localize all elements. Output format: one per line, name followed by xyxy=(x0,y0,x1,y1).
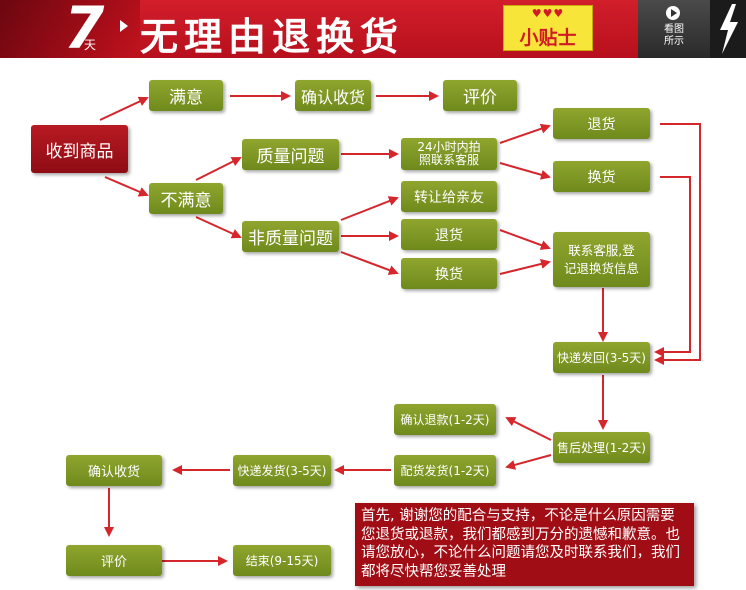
register-info-node: 联系客服,登 记退换货信息 xyxy=(553,232,650,287)
arrow xyxy=(654,176,691,357)
notice-box: 首先, 谢谢您的配合与支持，不论是什么原因需要您退货或退款，我们都感到万分的遗憾… xyxy=(355,503,694,586)
hearts-icon: ♥♥♥ xyxy=(531,7,565,20)
exchange-node-2: 换货 xyxy=(401,258,497,289)
confirm-receipt-node: 确认收货 xyxy=(295,80,371,111)
banner-accent xyxy=(0,0,140,58)
tips-label: 小贴士 xyxy=(519,27,577,49)
tips-badge: ♥♥♥ 小贴士 xyxy=(503,5,593,51)
review-node: 评价 xyxy=(443,80,517,111)
arrow xyxy=(499,259,551,275)
view-image-label: 看图 所示 xyxy=(664,24,684,47)
arrow xyxy=(104,176,149,197)
reship-node: 配货发货(1-2天) xyxy=(394,455,496,486)
arrow xyxy=(99,96,149,121)
refund-node: 确认退款(1-2天) xyxy=(394,404,496,435)
receive-goods-node: 收到商品 xyxy=(31,125,128,173)
non-quality-issue-node: 非质量问题 xyxy=(242,221,339,252)
arrow xyxy=(654,123,701,365)
satisfied-node: 满意 xyxy=(149,80,223,111)
view-image-button[interactable]: 看图 所示 xyxy=(638,0,710,58)
exchange-node: 换货 xyxy=(553,161,650,192)
arrow xyxy=(505,417,552,441)
after-sale-node: 售后处理(1-2天) xyxy=(553,432,650,463)
lightning-icon xyxy=(710,0,746,58)
arrow xyxy=(195,216,242,239)
arrow xyxy=(340,251,399,275)
quality-issue-node: 质量问题 xyxy=(242,139,339,170)
arrow xyxy=(340,196,399,221)
return-node: 退货 xyxy=(553,108,650,139)
banner-unit: 天 xyxy=(84,38,97,52)
review-node-2: 评价 xyxy=(66,545,162,576)
arrow xyxy=(499,123,551,144)
arrow xyxy=(195,157,242,181)
banner-title: 无理由退换货 xyxy=(140,14,405,59)
arrow xyxy=(499,162,551,180)
return-node-2: 退货 xyxy=(401,219,497,250)
arrow xyxy=(505,454,552,470)
end-node: 结束(9-15天) xyxy=(233,545,331,576)
express-ship-node: 快递发货(3-5天) xyxy=(233,455,331,486)
unsatisfied-node: 不满意 xyxy=(149,183,223,214)
triangle-icon xyxy=(120,20,128,32)
header-banner: 7 天 无理由退换货 ♥♥♥ 小贴士 看图 所示 xyxy=(0,0,746,62)
confirm-receipt-node-2: 确认收货 xyxy=(66,455,162,486)
transfer-node: 转让给亲友 xyxy=(401,181,497,212)
play-icon xyxy=(666,6,680,20)
ship-back-node: 快递发回(3-5天) xyxy=(553,342,650,373)
arrow xyxy=(499,229,551,250)
contact-service-node: 24小时内拍 照联系客服 xyxy=(401,138,497,170)
banner-number: 7 xyxy=(64,0,105,62)
